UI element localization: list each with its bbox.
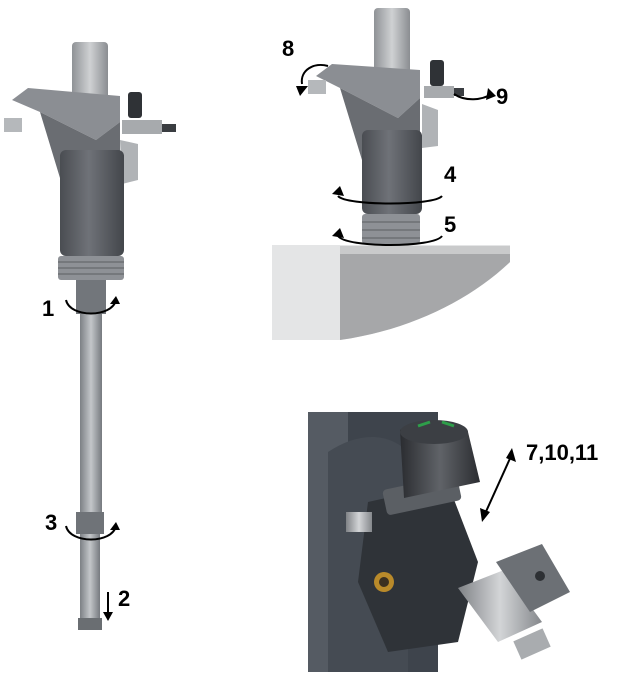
callout-8: 8 (282, 36, 295, 61)
outlet-fitting (458, 570, 542, 642)
callout-2: 2 (118, 586, 131, 611)
quick-coupler (496, 544, 570, 612)
rotate-arrow-3-icon (65, 525, 117, 541)
air-valve-icon (128, 92, 142, 118)
callout-1: 1 (42, 296, 55, 321)
rotate-arrow-5-icon (337, 235, 443, 246)
callout-5: 5 (444, 212, 457, 237)
suction-tube (80, 314, 102, 514)
air-motor-cylinder (374, 8, 410, 78)
inlet-fitting (346, 512, 372, 532)
outlet-fitting-icon (4, 118, 22, 132)
pump-body (60, 150, 124, 256)
bung-adapter-collar (362, 214, 420, 244)
pump-on-tank-view: 8 9 4 5 (270, 0, 520, 345)
rotate-arrow-4-icon (337, 195, 443, 205)
pump-body (362, 130, 422, 214)
callout-7-10-11: 7,10,11 (526, 440, 599, 465)
pump-on-tank-drawing (272, 8, 510, 340)
knob-green-mark-icon (417, 420, 431, 428)
pump-head-bracket (12, 88, 120, 140)
adjust-double-arrow-icon (483, 453, 513, 517)
foot-valve (78, 618, 102, 630)
tube-joint (76, 512, 104, 534)
rotate-arrow-1-icon (65, 299, 117, 315)
callout-3: 3 (45, 510, 58, 535)
regulator-closeup-view: 7,10,11 (308, 412, 632, 672)
pump-full-view: 1 3 2 (0, 0, 200, 672)
callout-9: 9 (496, 84, 509, 109)
regulator-closeup-drawing (308, 412, 570, 672)
pump-full-drawing (4, 42, 176, 630)
rotate-arrow-8-icon (300, 64, 329, 85)
callout-4: 4 (444, 162, 457, 187)
air-motor-cylinder (72, 42, 108, 104)
regulator-body (358, 484, 478, 652)
